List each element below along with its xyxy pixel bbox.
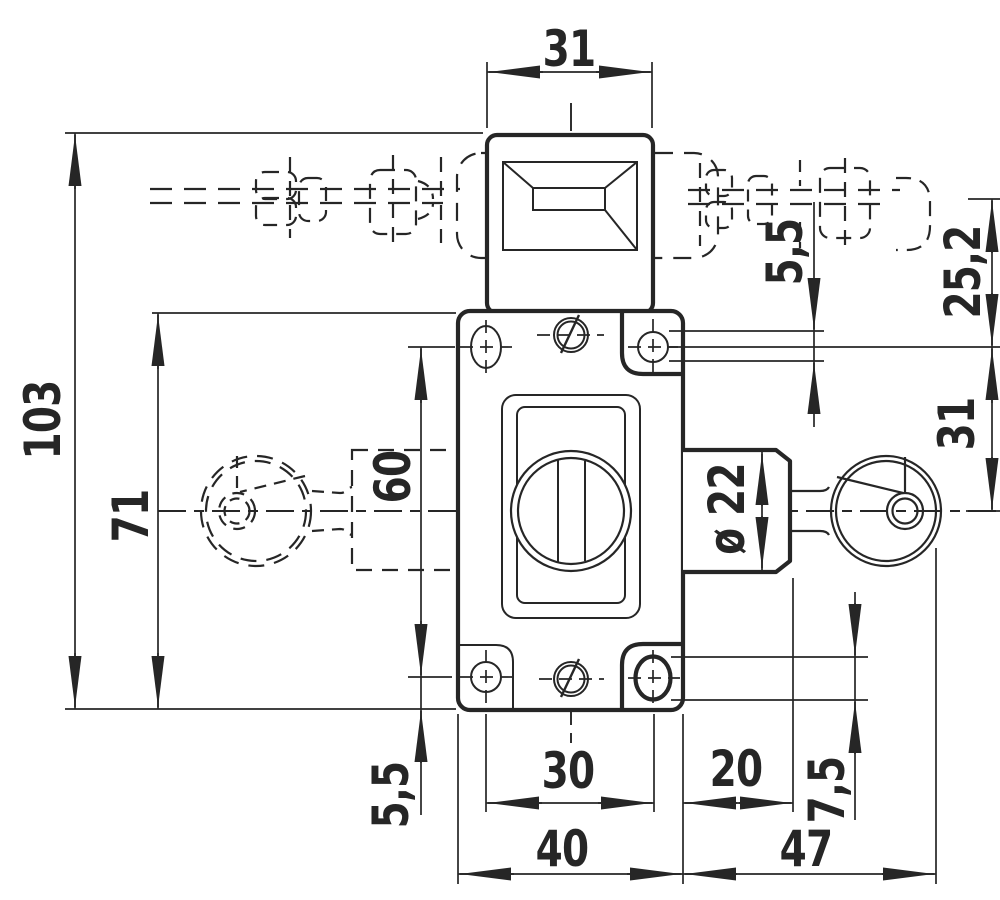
dimension-labels: 31 103 71 60 5,5 30 40 20 47 7,5 ø 22 5,… <box>13 19 992 878</box>
phantom-key-shaft-top <box>311 485 353 495</box>
head-opening-slot <box>532 187 606 211</box>
dim-cylinder-diameter: ø 22 <box>697 463 756 555</box>
head-opening-diagonal-tl <box>502 161 534 189</box>
head-opening-diagonal-br <box>604 209 638 251</box>
phantom-key-shaft-bottom <box>311 527 353 537</box>
extension-lines <box>65 62 1000 884</box>
actuator-clip-arc <box>417 202 435 221</box>
dim-body-height: 71 <box>101 490 160 543</box>
actuator-clip <box>746 174 774 226</box>
key-bow-diagonal <box>836 475 904 495</box>
actuator-clip <box>297 176 328 223</box>
dim-key-extent: 47 <box>780 819 833 878</box>
dimension-arrows <box>68 65 999 881</box>
dim-slot-height: 7,5 <box>797 757 856 824</box>
actuator-end-cap <box>896 176 932 252</box>
label-plate-outer <box>501 394 641 619</box>
lock-cylinder-front-outer <box>509 449 633 573</box>
body-corner-pocket-bottom-right <box>619 641 681 708</box>
actuator-clip <box>704 200 734 230</box>
key-hole-inner <box>891 497 919 525</box>
dim-hole-spacing-v: 60 <box>363 451 422 504</box>
body-corner-pocket-bottom-left <box>459 644 514 708</box>
key-bow-inner <box>834 459 938 563</box>
dim-conduit-slot: 5,5 <box>755 219 814 286</box>
body-corner-pocket-top-right <box>619 313 681 377</box>
head-opening-outer <box>502 161 638 251</box>
dim-head-width: 31 <box>543 19 596 78</box>
switch-body <box>455 308 686 713</box>
phantom-key-bow-diagonal <box>239 474 306 494</box>
phantom-key-bow-inner <box>204 459 308 563</box>
dim-hole-spacing-h: 30 <box>542 741 595 800</box>
dim-conduit-to-key-axis: 31 <box>927 398 986 451</box>
phantom-key-hole-inner <box>223 497 251 525</box>
cover-screw-bottom-slot <box>559 658 581 698</box>
dim-head-axis-to-conduit: 25,2 <box>933 225 992 318</box>
key-shaft-bottom <box>791 529 830 536</box>
dim-hole-edge-offset: 5,5 <box>361 762 420 829</box>
dim-overall-height: 103 <box>13 380 72 459</box>
lock-cylinder-front-inner <box>516 456 626 566</box>
key-shaft-top <box>791 486 830 493</box>
phantom-key-bow-outer <box>199 454 313 568</box>
actuator-clip-arc <box>417 179 435 200</box>
key-bow-outer <box>829 454 943 568</box>
actuator-clip <box>254 196 298 227</box>
phantom-key-hole-outer <box>217 491 257 531</box>
dim-body-width: 40 <box>536 819 589 878</box>
cover-screw-top-slot <box>559 314 581 354</box>
head-opening-diagonal-tr <box>604 161 638 189</box>
key-side-view <box>791 454 943 568</box>
switch-head <box>484 132 656 316</box>
dim-cylinder-length: 20 <box>710 739 763 798</box>
actuator-clip <box>704 168 734 198</box>
